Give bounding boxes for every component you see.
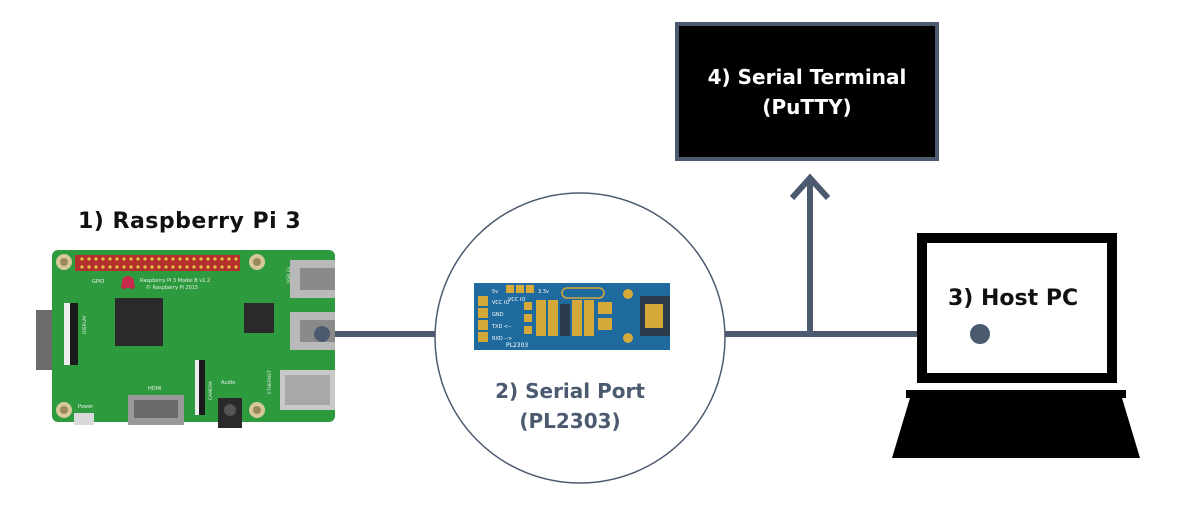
arrow-head-icon <box>789 173 831 201</box>
raspberry-pi-board: GPIO Raspberry Pi 3 Model B v1.2 © Raspb… <box>36 250 335 428</box>
serial-port-title: 2) Serial Port <box>495 379 645 403</box>
pl2303-3v3-text: 3.3v <box>538 289 549 295</box>
host-pc-label: 3) Host PC <box>948 286 1079 311</box>
pl2303-chip-text: PL2303 <box>506 342 528 349</box>
pl2303-board: 5v 3.3v VCC IO VCC IO GND TXD <-- RXD --… <box>474 283 670 350</box>
pi-display-text: DISPLAY <box>82 315 88 334</box>
pi-ethernet-text: ETHERNET <box>267 370 273 394</box>
pi-hdmi-text: HDMI <box>148 386 161 392</box>
terminal-title: 4) Serial Terminal <box>707 64 907 89</box>
terminal-subtitle: (PuTTY) <box>762 94 852 119</box>
pl2303-rxd-text: RXD --> <box>492 336 512 342</box>
pl2303-gnd-text: GND <box>492 312 504 318</box>
serial-port-subtitle: (PL2303) <box>519 409 621 433</box>
pl2303-vccio-header-text: VCC IO <box>508 297 525 303</box>
pl2303-5v-text: 5v <box>492 289 498 295</box>
pi-model-text: Raspberry Pi 3 Model B v1.2 <box>140 278 210 284</box>
serial-port-label: 2) Serial Port (PL2303) <box>470 376 670 436</box>
pl2303-txd-text: TXD <-- <box>491 324 512 330</box>
pi-copyright-text: © Raspberry Pi 2015 <box>146 284 198 291</box>
host-pc-laptop <box>892 233 1140 458</box>
raspberry-pi-label: 1) Raspberry Pi 3 <box>78 209 302 234</box>
pl2303-vccio-text: VCC IO <box>492 300 509 306</box>
pi-usb-text: USB 2x <box>286 266 292 283</box>
host-connector-dot <box>970 324 990 344</box>
pi-connector-dot <box>314 326 330 342</box>
raspberry-logo-icon <box>121 276 135 289</box>
serial-terminal-box: 4) Serial Terminal (PuTTY) <box>675 22 939 161</box>
pi-camera-text: CAMERA <box>208 380 214 400</box>
pi-power-text: Power <box>78 404 94 410</box>
pi-gpio-text: GPIO <box>92 279 104 285</box>
pi-audio-text: Audio <box>221 380 235 386</box>
